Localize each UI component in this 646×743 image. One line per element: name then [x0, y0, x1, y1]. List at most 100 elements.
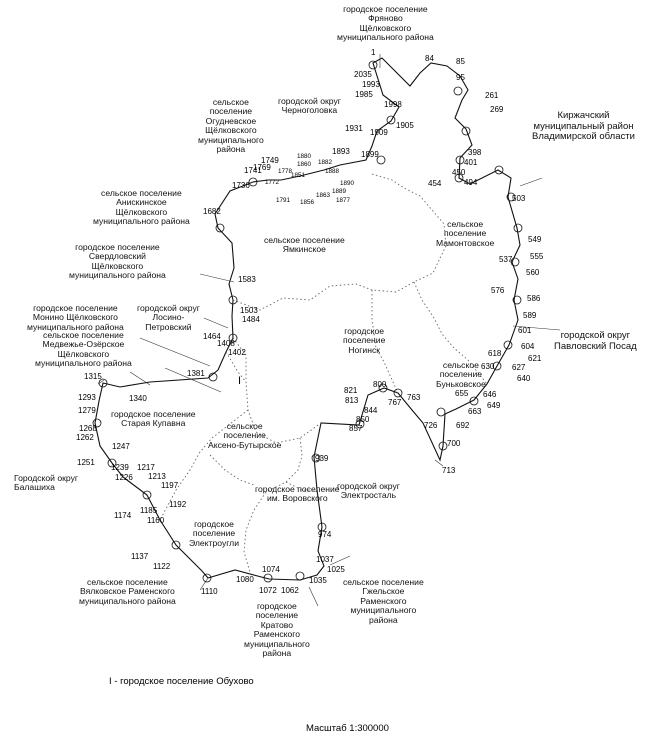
point-label: 1293: [78, 393, 96, 402]
point-label: 630: [481, 362, 495, 371]
region-label-elektrougli: городское поселение Электроугли: [189, 519, 239, 548]
point-label: 1749: [261, 156, 279, 165]
point-label: 1226: [115, 473, 133, 482]
region-label-balashikha: Городской округ Балашиха: [14, 473, 79, 493]
point-label: 1772: [265, 179, 280, 186]
region-label-noginsk: городское поселение Ногинск: [343, 326, 386, 355]
point-label: 974: [318, 530, 332, 539]
point-label: 589: [523, 311, 537, 320]
region-label-pavposad: городской округ Павловский Посад: [554, 330, 637, 352]
point-label: 1851: [291, 172, 306, 179]
point-label: 85: [456, 57, 465, 66]
region-label-losino: городской округ Лосино- Петровский: [137, 303, 200, 332]
point-label: 1985: [355, 90, 373, 99]
point-label: 621: [528, 354, 542, 363]
point-label: 1340: [129, 394, 147, 403]
point-label: 1192: [169, 500, 187, 509]
point-label: 1062: [281, 586, 299, 595]
point-label: 1160: [147, 516, 165, 525]
point-label: 84: [425, 54, 434, 63]
inner-boundaries: [159, 173, 488, 573]
point-label: 655: [455, 389, 469, 398]
point-label: 1909: [370, 128, 388, 137]
region-label-kratovo: городское поселение Кратово Раменского м…: [244, 601, 310, 659]
point-label: 1882: [318, 159, 333, 166]
point-label: 1888: [325, 168, 340, 175]
point-label: 1: [371, 48, 376, 57]
point-label: 555: [530, 252, 544, 261]
point-label: 1905: [396, 121, 414, 130]
region-label-aksenovo: сельское поселение Аксено-Бутырское: [208, 421, 282, 450]
point-label: 1741: [244, 166, 262, 175]
point-label: 844: [364, 406, 378, 415]
point-label: 1791: [276, 197, 291, 204]
region-label-fryanovo: городское поселение Фряново Щёлковского …: [337, 4, 434, 43]
point-label: 1860: [297, 161, 312, 168]
point-label: 1315: [84, 372, 102, 381]
point-label: 401: [464, 158, 478, 167]
region-label-kirzhach: Киржачский муниципальный район Владимирс…: [532, 110, 635, 143]
point-label: 800: [373, 380, 387, 389]
region-label-aniskinskoe: сельское поселение Анискинское Щёлковско…: [93, 188, 190, 227]
point-label: 813: [345, 396, 359, 405]
point-label: 649: [487, 401, 501, 410]
point-label: 692: [456, 421, 470, 430]
point-label: 454: [428, 179, 442, 188]
point-markers: [92, 60, 523, 583]
point-label: 1110: [201, 587, 218, 596]
point-label: 1072: [259, 586, 277, 595]
point-label: 604: [521, 342, 535, 351]
point-label: 1856: [300, 199, 315, 206]
point-label: 857: [349, 424, 363, 433]
region-label-monino: городское поселение Монино Щёлковского м…: [27, 303, 124, 332]
point-label: 2035: [354, 70, 372, 79]
point-label: 1899: [361, 150, 379, 159]
point-label: 726: [424, 421, 438, 430]
region-label-sverdlovsky: городское поселение Свердловский Щёлковс…: [69, 242, 166, 281]
point-label: 494: [464, 178, 478, 187]
point-label: 1863: [316, 192, 331, 199]
point-label: 560: [526, 268, 540, 277]
point-label: 261: [485, 91, 499, 100]
region-label-vorovsky: городское поселение им. Воровского: [255, 484, 340, 504]
point-label: 586: [527, 294, 541, 303]
region-label-bunkovskoe: сельское поселение Буньковское: [436, 360, 486, 389]
point-label: 1074: [262, 565, 280, 574]
point-label: 450: [452, 168, 466, 177]
obukhovo-marker: I: [238, 375, 242, 387]
point-label: 503: [512, 194, 526, 203]
point-label: 1268: [79, 424, 97, 433]
scale-label: Масштаб 1:300000: [306, 723, 389, 734]
point-label: 618: [488, 349, 502, 358]
point-label: 1080: [236, 575, 254, 584]
point-label: 1736: [232, 181, 250, 190]
region-label-medvezhi: сельское поселение Медвежье-Озёрское Щёл…: [35, 330, 132, 369]
point-label: 1931: [345, 124, 363, 133]
region-label-ogudnevskoe: сельское поселение Огудневское Щёлковско…: [198, 97, 264, 155]
point-label: 1503: [240, 306, 258, 315]
point-label: 1025: [327, 565, 345, 574]
point-label: 1217: [137, 463, 155, 472]
point-label: 1174: [114, 511, 132, 520]
region-label-yamkinskoe: сельское поселение Ямкинское: [264, 235, 345, 255]
point-label: 1247: [112, 442, 130, 451]
point-label: 767: [388, 398, 402, 407]
point-label: 95: [456, 73, 465, 82]
point-label: 1239: [111, 463, 129, 472]
point-label: 1402: [228, 348, 246, 357]
point-label: 640: [517, 374, 531, 383]
point-label: 1484: [242, 315, 260, 324]
point-label: 663: [468, 407, 482, 416]
region-label-chernogolovka: городской округ Черноголовка: [278, 96, 341, 116]
point-label: 1381: [187, 369, 205, 378]
point-label: 1037: [316, 555, 334, 564]
point-label: 1464: [203, 332, 221, 341]
point-label: 1880: [297, 153, 312, 160]
point-label: 1122: [153, 562, 171, 571]
point-label: 1890: [340, 180, 355, 187]
point-label: 1251: [77, 458, 95, 467]
point-label: 1993: [362, 80, 380, 89]
point-label: 1778: [278, 168, 293, 175]
